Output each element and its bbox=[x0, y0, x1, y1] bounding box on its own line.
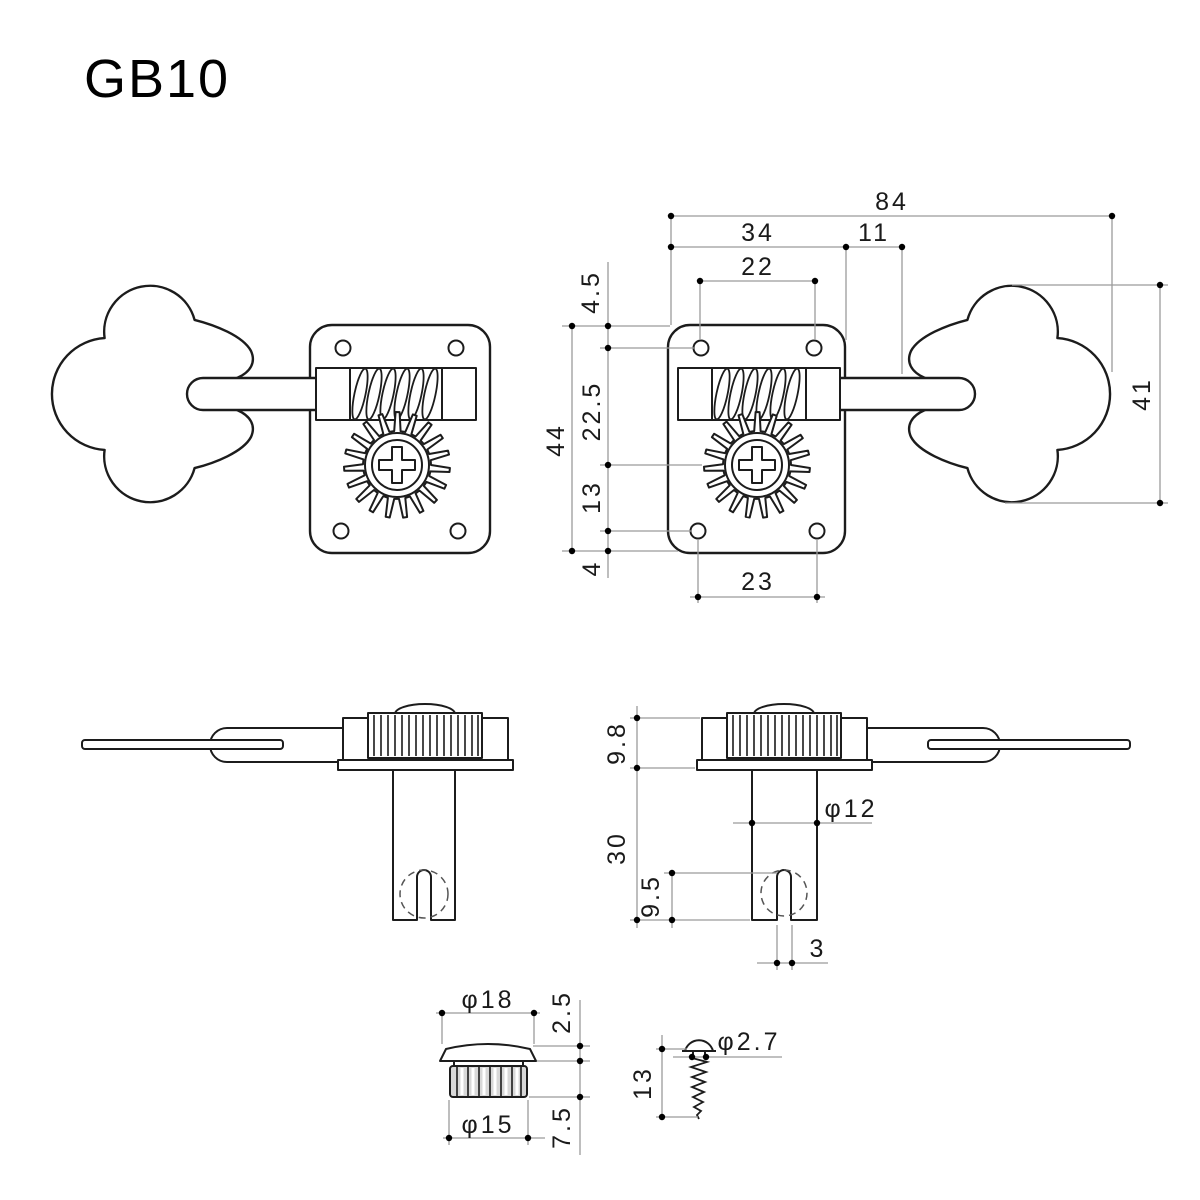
key-shaft bbox=[185, 376, 321, 412]
dim-plate-height: 44 bbox=[542, 423, 570, 457]
dim-bottom-hole-spacing: 23 bbox=[741, 568, 775, 596]
dim-slot-depth: 9.5 bbox=[637, 874, 665, 918]
worm-bearing-block-right bbox=[441, 367, 477, 421]
screw-hole bbox=[805, 339, 823, 357]
string-hole-dashed bbox=[760, 869, 808, 917]
dim-post-diameter: φ12 bbox=[824, 795, 877, 823]
screw-hole bbox=[449, 522, 467, 540]
worm-wheel-edge bbox=[726, 712, 842, 759]
side-view-right-tuner bbox=[696, 703, 1131, 921]
dim-screw-length: 13 bbox=[629, 1066, 657, 1100]
screw-hole bbox=[447, 339, 465, 357]
dim-shaft-offset: 11 bbox=[858, 219, 890, 247]
dim-housing-height: 9.8 bbox=[603, 721, 631, 765]
dim-screw-thread-diameter: φ2.7 bbox=[718, 1028, 781, 1056]
dim-bushing-head-height: 2.5 bbox=[548, 990, 576, 1034]
gear-hub bbox=[731, 439, 783, 491]
gear-wheel bbox=[703, 411, 811, 519]
worm-bearing-block-left bbox=[677, 367, 713, 421]
front-view-left-tuner bbox=[50, 284, 492, 555]
knurl-lines bbox=[373, 715, 479, 756]
worm-gear-assembly bbox=[677, 367, 841, 421]
screw-hole bbox=[808, 522, 826, 540]
clover-key bbox=[907, 284, 1112, 504]
mounting-flange bbox=[696, 759, 873, 771]
screw-head bbox=[684, 1039, 714, 1052]
screw-hole bbox=[332, 522, 350, 540]
screw-thread bbox=[688, 1057, 711, 1120]
screw-hole bbox=[334, 339, 352, 357]
dim-bottom-hole-inset: 4 bbox=[578, 560, 606, 577]
dimension-lines bbox=[436, 212, 1168, 1155]
screw-hole bbox=[689, 522, 707, 540]
bushing-drawing bbox=[439, 1043, 537, 1098]
side-view-left-tuner bbox=[81, 703, 514, 921]
dim-bushing-head-diameter: φ18 bbox=[461, 986, 514, 1014]
dim-gear-center-offset: 22.5 bbox=[578, 381, 606, 442]
phillips-cross bbox=[378, 446, 416, 484]
dim-gear-to-bottom-hole: 13 bbox=[578, 480, 606, 514]
dim-slot-width: 3 bbox=[810, 935, 827, 963]
knurl-lines bbox=[732, 715, 838, 756]
worm-wheel-edge bbox=[367, 712, 483, 759]
key-blade bbox=[927, 739, 1131, 750]
key-blade bbox=[81, 739, 284, 750]
dimension-labels: 84 34 11 22 4.5 22.5 44 13 4 23 41 9.8 3… bbox=[461, 188, 1156, 1149]
dim-top-hole-spacing: 22 bbox=[741, 253, 775, 281]
worm-coil bbox=[713, 367, 801, 421]
phillips-cross bbox=[738, 446, 776, 484]
mounting-flange bbox=[337, 759, 514, 771]
dim-post-length: 30 bbox=[603, 831, 631, 865]
worm-bearing-block-right bbox=[805, 367, 841, 421]
string-hole-dashed bbox=[399, 869, 449, 919]
dim-key-height: 41 bbox=[1128, 377, 1156, 411]
dim-bushing-body-height: 7.5 bbox=[548, 1105, 576, 1149]
string-post bbox=[751, 770, 818, 921]
dim-overall-width: 84 bbox=[875, 188, 909, 216]
dim-bushing-body-diameter: φ15 bbox=[461, 1111, 514, 1139]
bushing-body bbox=[449, 1065, 528, 1098]
gear-wheel bbox=[343, 411, 451, 519]
worm-bearing-block-left bbox=[315, 367, 351, 421]
wood-screw-drawing bbox=[682, 1039, 716, 1120]
clover-key bbox=[50, 284, 255, 504]
key-shaft bbox=[841, 376, 977, 412]
front-view-right-tuner bbox=[666, 284, 1112, 555]
gear-hub bbox=[371, 439, 423, 491]
page-title: GB10 bbox=[84, 49, 231, 109]
bushing-flange bbox=[439, 1043, 537, 1062]
string-post bbox=[392, 770, 456, 921]
dim-top-hole-inset: 4.5 bbox=[577, 270, 605, 314]
dim-plate-width: 34 bbox=[741, 219, 775, 247]
bushing-knurl-white bbox=[460, 1068, 519, 1095]
screw-hole bbox=[692, 339, 710, 357]
bushing-knurl-dark bbox=[456, 1067, 522, 1096]
